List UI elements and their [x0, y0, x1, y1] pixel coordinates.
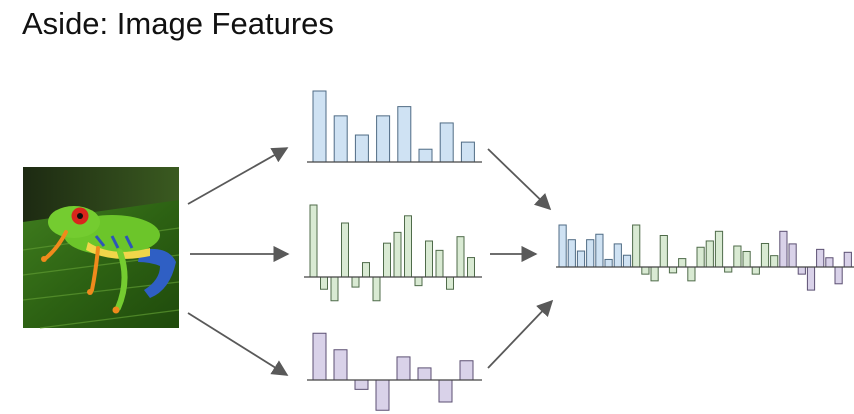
concat-bar-blue — [567, 239, 576, 268]
hist-1-bar — [376, 115, 391, 163]
hist-1-bar — [397, 106, 412, 163]
hist-2-bar — [320, 276, 328, 290]
concat-bar-purple — [816, 248, 825, 268]
concat-bar-green — [650, 266, 659, 282]
hist-2-bar — [425, 240, 433, 278]
concat-bar-green — [687, 266, 696, 282]
concat-bar-green — [632, 224, 641, 268]
histogram-purple — [307, 332, 482, 411]
hist-3-bar — [375, 379, 390, 411]
hist-2-bar — [309, 204, 318, 278]
hist-2-bar — [341, 222, 349, 278]
concat-bar-blue — [586, 239, 595, 268]
concat-bar-green — [742, 250, 751, 268]
hist-3-bar — [312, 332, 327, 381]
hist-1-bar — [460, 141, 475, 163]
concat-bar-green — [696, 246, 705, 268]
concat-bar-purple — [797, 266, 806, 275]
concat-bar-blue — [558, 224, 567, 268]
hist-3-bar — [396, 356, 411, 381]
hist-3-bar — [333, 349, 348, 381]
concat-bar-blue — [613, 243, 622, 268]
hist-2-bar — [467, 257, 475, 278]
hist-2-bar — [362, 262, 370, 278]
concat-bar-purple — [806, 266, 816, 291]
concat-bar-green — [770, 255, 779, 268]
hist-2-bar — [404, 215, 412, 278]
hist-2-bar — [372, 276, 381, 302]
concat-bar-green — [751, 266, 760, 275]
histogram-green — [304, 204, 482, 302]
hist-1-bar — [333, 115, 348, 163]
concat-bar-blue — [604, 258, 613, 268]
hist-3-bar — [354, 379, 369, 390]
arrows-features-to-concat — [487, 148, 554, 369]
concat-bar-green — [678, 258, 687, 268]
concat-bar-green — [668, 266, 678, 274]
arrows-image-to-features — [187, 147, 290, 376]
concat-bar-green — [714, 230, 724, 268]
arrow-to-hist-1 — [187, 147, 289, 205]
concat-bar-green — [641, 266, 650, 275]
hist-2-bar — [330, 276, 339, 302]
concat-bar-purple — [843, 251, 852, 268]
hist-2-bar — [435, 249, 444, 278]
concat-bar-blue — [622, 254, 632, 268]
hist-1-bar — [439, 122, 454, 163]
hist-1-bar — [312, 90, 327, 163]
hist-2-bar — [383, 242, 391, 278]
hist-2-bar — [446, 276, 454, 290]
arrow-from-hist-1 — [487, 148, 552, 211]
slide-title: Aside: Image Features — [22, 6, 334, 41]
concat-bar-purple — [825, 257, 834, 268]
concat-bar-green — [724, 266, 733, 273]
concat-bar-green — [733, 245, 742, 268]
hist-1-bar — [418, 148, 433, 163]
hist-3-bar — [438, 379, 453, 403]
arrow-to-hist-3 — [187, 312, 289, 376]
concat-bar-green — [659, 235, 668, 268]
hist-3-bar — [417, 367, 432, 381]
histogram-blue — [307, 90, 482, 163]
hist-2-bar — [393, 231, 402, 278]
hist-2-bar — [414, 276, 423, 287]
concat-bar-green — [760, 242, 770, 268]
concat-bar-purple — [834, 266, 843, 285]
hist-2-bar — [351, 276, 360, 288]
hist-1-bar — [354, 134, 369, 163]
concat-bar-blue — [576, 250, 586, 268]
concat-bar-purple — [779, 230, 788, 268]
frog-image — [22, 167, 180, 329]
concat-bar-green — [705, 240, 714, 268]
arrow-from-hist-3 — [487, 299, 554, 369]
hist-2-bar — [456, 236, 465, 278]
concat-bar-blue — [595, 233, 604, 268]
hist-3-bar — [459, 360, 474, 381]
concat-bar-purple — [788, 243, 797, 268]
concatenated-feature-vector — [556, 224, 854, 291]
